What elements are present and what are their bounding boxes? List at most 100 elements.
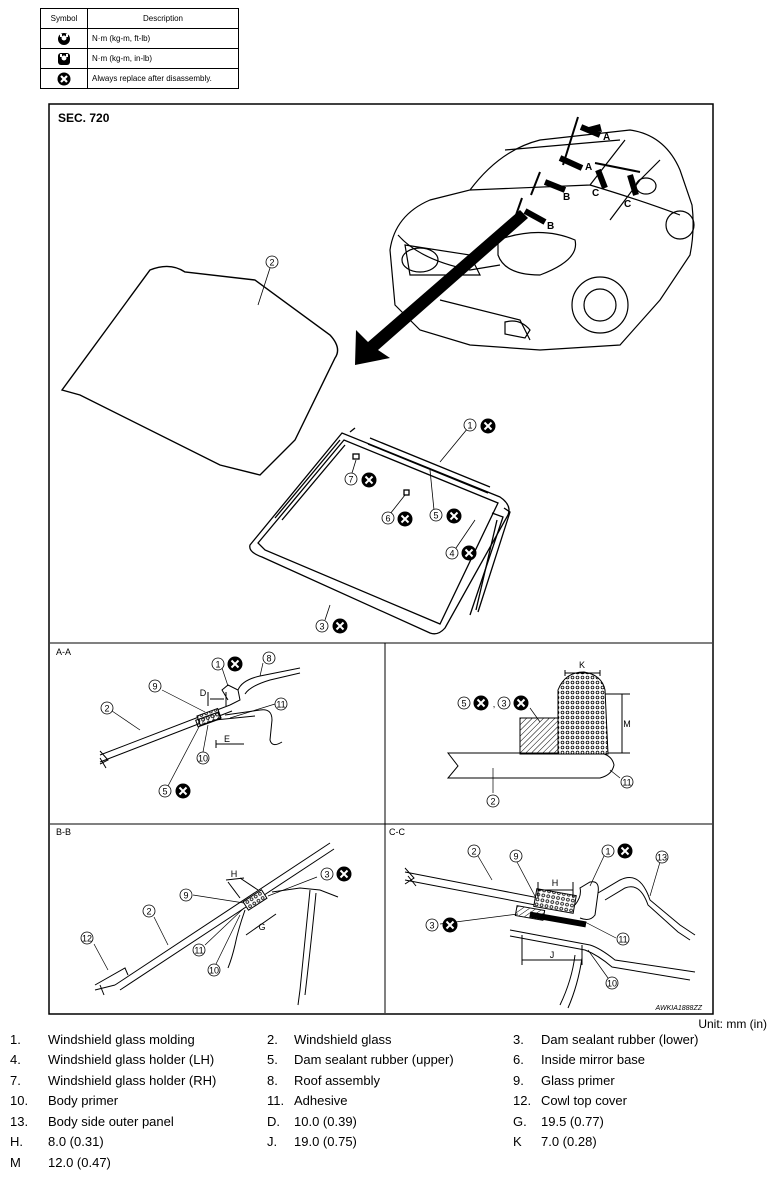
- car-illustration: [389, 129, 695, 351]
- legend-text: Windshield glass holder (RH): [48, 1073, 217, 1088]
- legend-key: 1.: [10, 1032, 21, 1047]
- svg-text:1: 1: [215, 660, 220, 670]
- svg-text:5: 5: [162, 787, 167, 797]
- legend-key: 2.: [267, 1032, 278, 1047]
- view-bb-labels: H G 9 2 12 3 11 10: [80, 866, 352, 977]
- legend-key: 5.: [267, 1052, 278, 1067]
- symbol-desc: Always replace after disassembly.: [87, 68, 239, 89]
- svg-text:11: 11: [618, 935, 627, 945]
- legend-key: G.: [513, 1114, 527, 1129]
- svg-text:5: 5: [433, 511, 438, 521]
- legend-text: Windshield glass holder (LH): [48, 1052, 215, 1067]
- legend-text: Windshield glass molding: [48, 1032, 195, 1047]
- legend-text: Roof assembly: [294, 1073, 380, 1088]
- legend-key: K: [513, 1134, 522, 1149]
- view-aa-detail-labels: K M 5 , 3 2 11: [457, 660, 634, 808]
- legend-text: 8.0 (0.31): [48, 1134, 104, 1149]
- section-markers: A A B B C C: [515, 116, 641, 232]
- legend-text: 10.0 (0.39): [294, 1114, 357, 1129]
- legend-row: 13. Body side outer panel D. 10.0 (0.39)…: [0, 1114, 775, 1134]
- legend-key: 12.: [513, 1093, 532, 1108]
- torque-wrench-icon: [40, 28, 88, 49]
- legend-text: Inside mirror base: [541, 1052, 646, 1067]
- view-aa: [99, 667, 301, 769]
- svg-text:K: K: [579, 660, 585, 670]
- symbol-table: Symbol Description N·m (kg-m, ft-lb) N·m…: [40, 8, 239, 89]
- legend-row: H. 8.0 (0.31) J. 19.0 (0.75) K 7.0 (0.28…: [0, 1134, 775, 1154]
- svg-text:J: J: [550, 950, 555, 960]
- svg-text:9: 9: [513, 852, 518, 862]
- windshield-glass: [60, 265, 339, 476]
- legend-key: D.: [267, 1114, 280, 1129]
- svg-text:11: 11: [622, 778, 631, 788]
- svg-text:8: 8: [266, 654, 271, 664]
- svg-text:B: B: [547, 221, 554, 232]
- svg-text:10: 10: [198, 754, 208, 764]
- svg-text:1: 1: [605, 847, 610, 857]
- svg-text:1: 1: [467, 421, 472, 431]
- legend-row: 7. Windshield glass holder (RH) 8. Roof …: [0, 1073, 775, 1093]
- legend-text: Windshield glass: [294, 1032, 392, 1047]
- svg-text:11: 11: [194, 946, 203, 956]
- legend-text: Cowl top cover: [541, 1093, 627, 1108]
- legend-row: M 12.0 (0.47): [0, 1155, 775, 1175]
- svg-text:9: 9: [152, 682, 157, 692]
- svg-text:10: 10: [209, 966, 219, 976]
- legend-row: 1. Windshield glass molding 2. Windshiel…: [0, 1032, 775, 1052]
- legend-row: 10. Body primer 11. Adhesive 12. Cowl to…: [0, 1093, 775, 1113]
- legend-text: Dam sealant rubber (lower): [541, 1032, 699, 1047]
- explode-arrow: [355, 210, 528, 365]
- svg-text:11: 11: [276, 700, 285, 710]
- svg-text:2: 2: [471, 847, 476, 857]
- svg-text:12: 12: [82, 934, 92, 944]
- svg-text:G: G: [258, 922, 265, 932]
- legend-key: 4.: [10, 1052, 21, 1067]
- svg-text:7: 7: [348, 475, 353, 485]
- legend-text: Body side outer panel: [48, 1114, 174, 1129]
- view-cc-label: C-C: [389, 827, 405, 837]
- legend-text: Glass primer: [541, 1073, 615, 1088]
- svg-text:2: 2: [490, 797, 495, 807]
- legend-text: 19.0 (0.75): [294, 1134, 357, 1149]
- svg-text:C: C: [624, 199, 631, 210]
- svg-text:3: 3: [324, 870, 329, 880]
- legend-text: 19.5 (0.77): [541, 1114, 604, 1129]
- svg-text:,: ,: [493, 699, 496, 709]
- svg-text:3: 3: [319, 622, 324, 632]
- legend-text: Body primer: [48, 1093, 119, 1108]
- legend-text: 12.0 (0.47): [48, 1155, 111, 1170]
- svg-text:4: 4: [449, 549, 454, 559]
- svg-text:3: 3: [429, 921, 434, 931]
- svg-text:2: 2: [146, 907, 151, 917]
- legend-key: H.: [10, 1134, 23, 1149]
- diagram-frame: [48, 103, 714, 1015]
- legend-key: 10.: [10, 1093, 29, 1108]
- svg-text:A: A: [603, 132, 610, 143]
- windshield-diagram: SEC. 720 A A B B C C: [48, 103, 714, 1015]
- legend-text: Dam sealant rubber (upper): [294, 1052, 454, 1067]
- legend-key: 8.: [267, 1073, 278, 1088]
- svg-text:9: 9: [183, 891, 188, 901]
- svg-text:13: 13: [657, 853, 667, 863]
- svg-text:5: 5: [461, 699, 466, 709]
- legend-key: J.: [267, 1134, 278, 1149]
- view-bb: [94, 842, 339, 1006]
- view-bb-label: B-B: [56, 827, 71, 837]
- replace-x-icon: [40, 68, 88, 89]
- svg-text:2: 2: [269, 258, 274, 268]
- molding-frame: [249, 427, 511, 635]
- view-cc: [404, 867, 696, 1009]
- legend-key: 6.: [513, 1052, 524, 1067]
- unit-label: Unit: mm (in): [698, 1017, 767, 1031]
- legend-key: 11.: [267, 1093, 285, 1108]
- svg-text:B: B: [563, 192, 570, 203]
- legend-key: 3.: [513, 1032, 524, 1047]
- svg-text:2: 2: [104, 704, 109, 714]
- legend-key: M: [10, 1155, 21, 1170]
- svg-text:E: E: [224, 734, 230, 744]
- svg-text:H: H: [552, 878, 559, 888]
- legend-text: 7.0 (0.28): [541, 1134, 597, 1149]
- view-aa-labels: D E 9 2 1 8 11 10 5: [100, 651, 288, 799]
- view-aa-detail: [446, 670, 630, 779]
- svg-text:D: D: [200, 688, 207, 698]
